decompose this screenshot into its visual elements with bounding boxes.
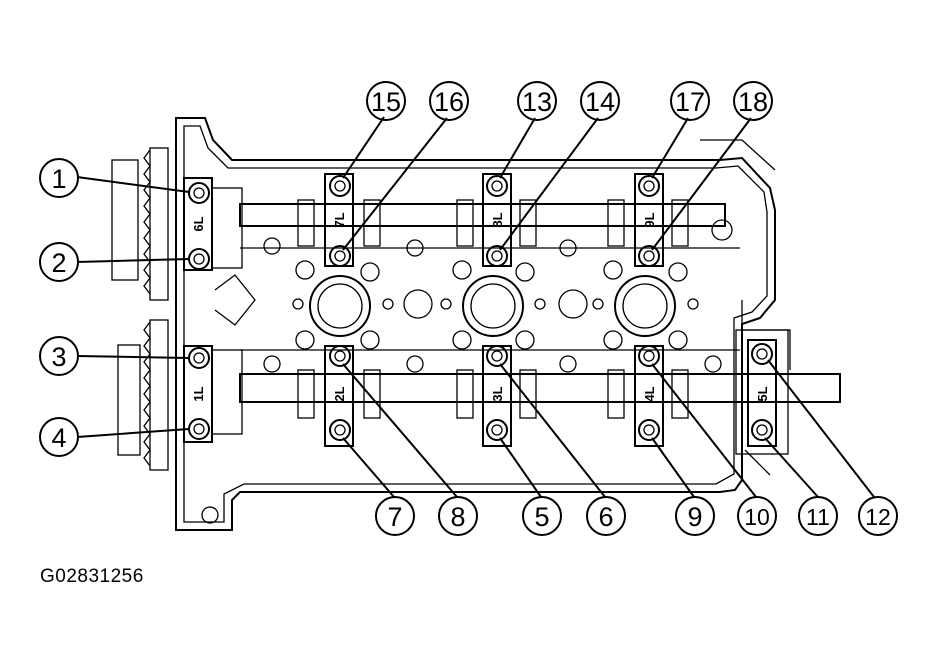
cylinder-head-outline <box>175 117 791 531</box>
svg-text:13: 13 <box>522 87 552 117</box>
bolt-6 <box>486 345 508 367</box>
callout-10: 10 <box>737 496 777 536</box>
cam-caps <box>183 173 789 455</box>
svg-text:1: 1 <box>51 164 66 194</box>
cap-label-7L: 7L <box>332 212 347 227</box>
svg-text:17: 17 <box>675 87 705 117</box>
callout-8: 8 <box>438 496 478 536</box>
callout-12: 12 <box>858 496 898 536</box>
bolt-3 <box>188 347 210 369</box>
bolt-14 <box>486 245 508 267</box>
cap-label-5L: 5L <box>755 386 770 401</box>
svg-text:5: 5 <box>534 502 549 532</box>
callout-3: 3 <box>39 336 79 376</box>
svg-text:9: 9 <box>687 502 702 532</box>
svg-text:3: 3 <box>51 342 66 372</box>
cap-labels: 6L 1L 7L 2L 8L 3L 9L 4L 5L <box>191 212 770 401</box>
bolt-10 <box>638 345 660 367</box>
figure-id: G02831256 <box>40 566 144 587</box>
callout-2: 2 <box>39 242 79 282</box>
callout-11: 11 <box>798 496 838 536</box>
bolt-18 <box>638 245 660 267</box>
cap-label-8L: 8L <box>490 212 505 227</box>
bolt-17 <box>638 175 660 197</box>
cap-5L <box>747 339 777 447</box>
svg-text:8: 8 <box>450 502 465 532</box>
cap-label-6L: 6L <box>191 216 206 231</box>
cap-label-2L: 2L <box>332 386 347 401</box>
cap-label-1L: 1L <box>191 386 206 401</box>
svg-text:11: 11 <box>806 504 830 530</box>
bolt-15 <box>329 175 351 197</box>
timing-sprockets <box>111 147 169 471</box>
bolt-2 <box>188 248 210 270</box>
callout-15: 15 <box>366 81 406 121</box>
cap-label-9L: 9L <box>642 212 657 227</box>
bolt-7 <box>329 419 351 441</box>
callout-1: 1 <box>39 158 79 198</box>
bolt-13 <box>486 175 508 197</box>
auxiliary-bolts <box>263 237 722 373</box>
callout-14: 14 <box>580 81 620 121</box>
svg-text:6: 6 <box>598 502 613 532</box>
camshafts <box>239 203 841 403</box>
callout-6: 6 <box>586 496 626 536</box>
bolt-16 <box>329 245 351 267</box>
cap-label-4L: 4L <box>642 386 657 401</box>
callout-18: 18 <box>733 81 773 121</box>
callout-16: 16 <box>429 81 469 121</box>
callout-17: 17 <box>670 81 710 121</box>
spark-plug-tubes <box>214 274 699 337</box>
callout-13: 13 <box>517 81 557 121</box>
leader-lines <box>76 116 875 498</box>
svg-text:18: 18 <box>738 87 768 117</box>
svg-text:15: 15 <box>371 87 401 117</box>
svg-text:16: 16 <box>434 87 464 117</box>
svg-text:4: 4 <box>51 423 66 453</box>
callout-9: 9 <box>675 496 715 536</box>
cap-label-3L: 3L <box>490 386 505 401</box>
callouts: 1 2 3 4 15 16 13 14 17 18 7 8 5 6 9 10 1… <box>39 81 898 536</box>
bolt-8 <box>329 345 351 367</box>
numbered-bolts <box>188 175 773 441</box>
bolt-1 <box>188 182 210 204</box>
bolt-5 <box>486 419 508 441</box>
svg-text:12: 12 <box>865 504 891 530</box>
bolt-9 <box>638 419 660 441</box>
svg-text:14: 14 <box>585 87 615 117</box>
bolt-12 <box>751 343 773 365</box>
bolt-11 <box>751 419 773 441</box>
callout-7: 7 <box>375 496 415 536</box>
svg-text:7: 7 <box>387 502 402 532</box>
svg-text:2: 2 <box>51 248 66 278</box>
bolt-4 <box>188 418 210 440</box>
svg-text:10: 10 <box>744 504 770 530</box>
callout-5: 5 <box>522 496 562 536</box>
callout-4: 4 <box>39 417 79 457</box>
